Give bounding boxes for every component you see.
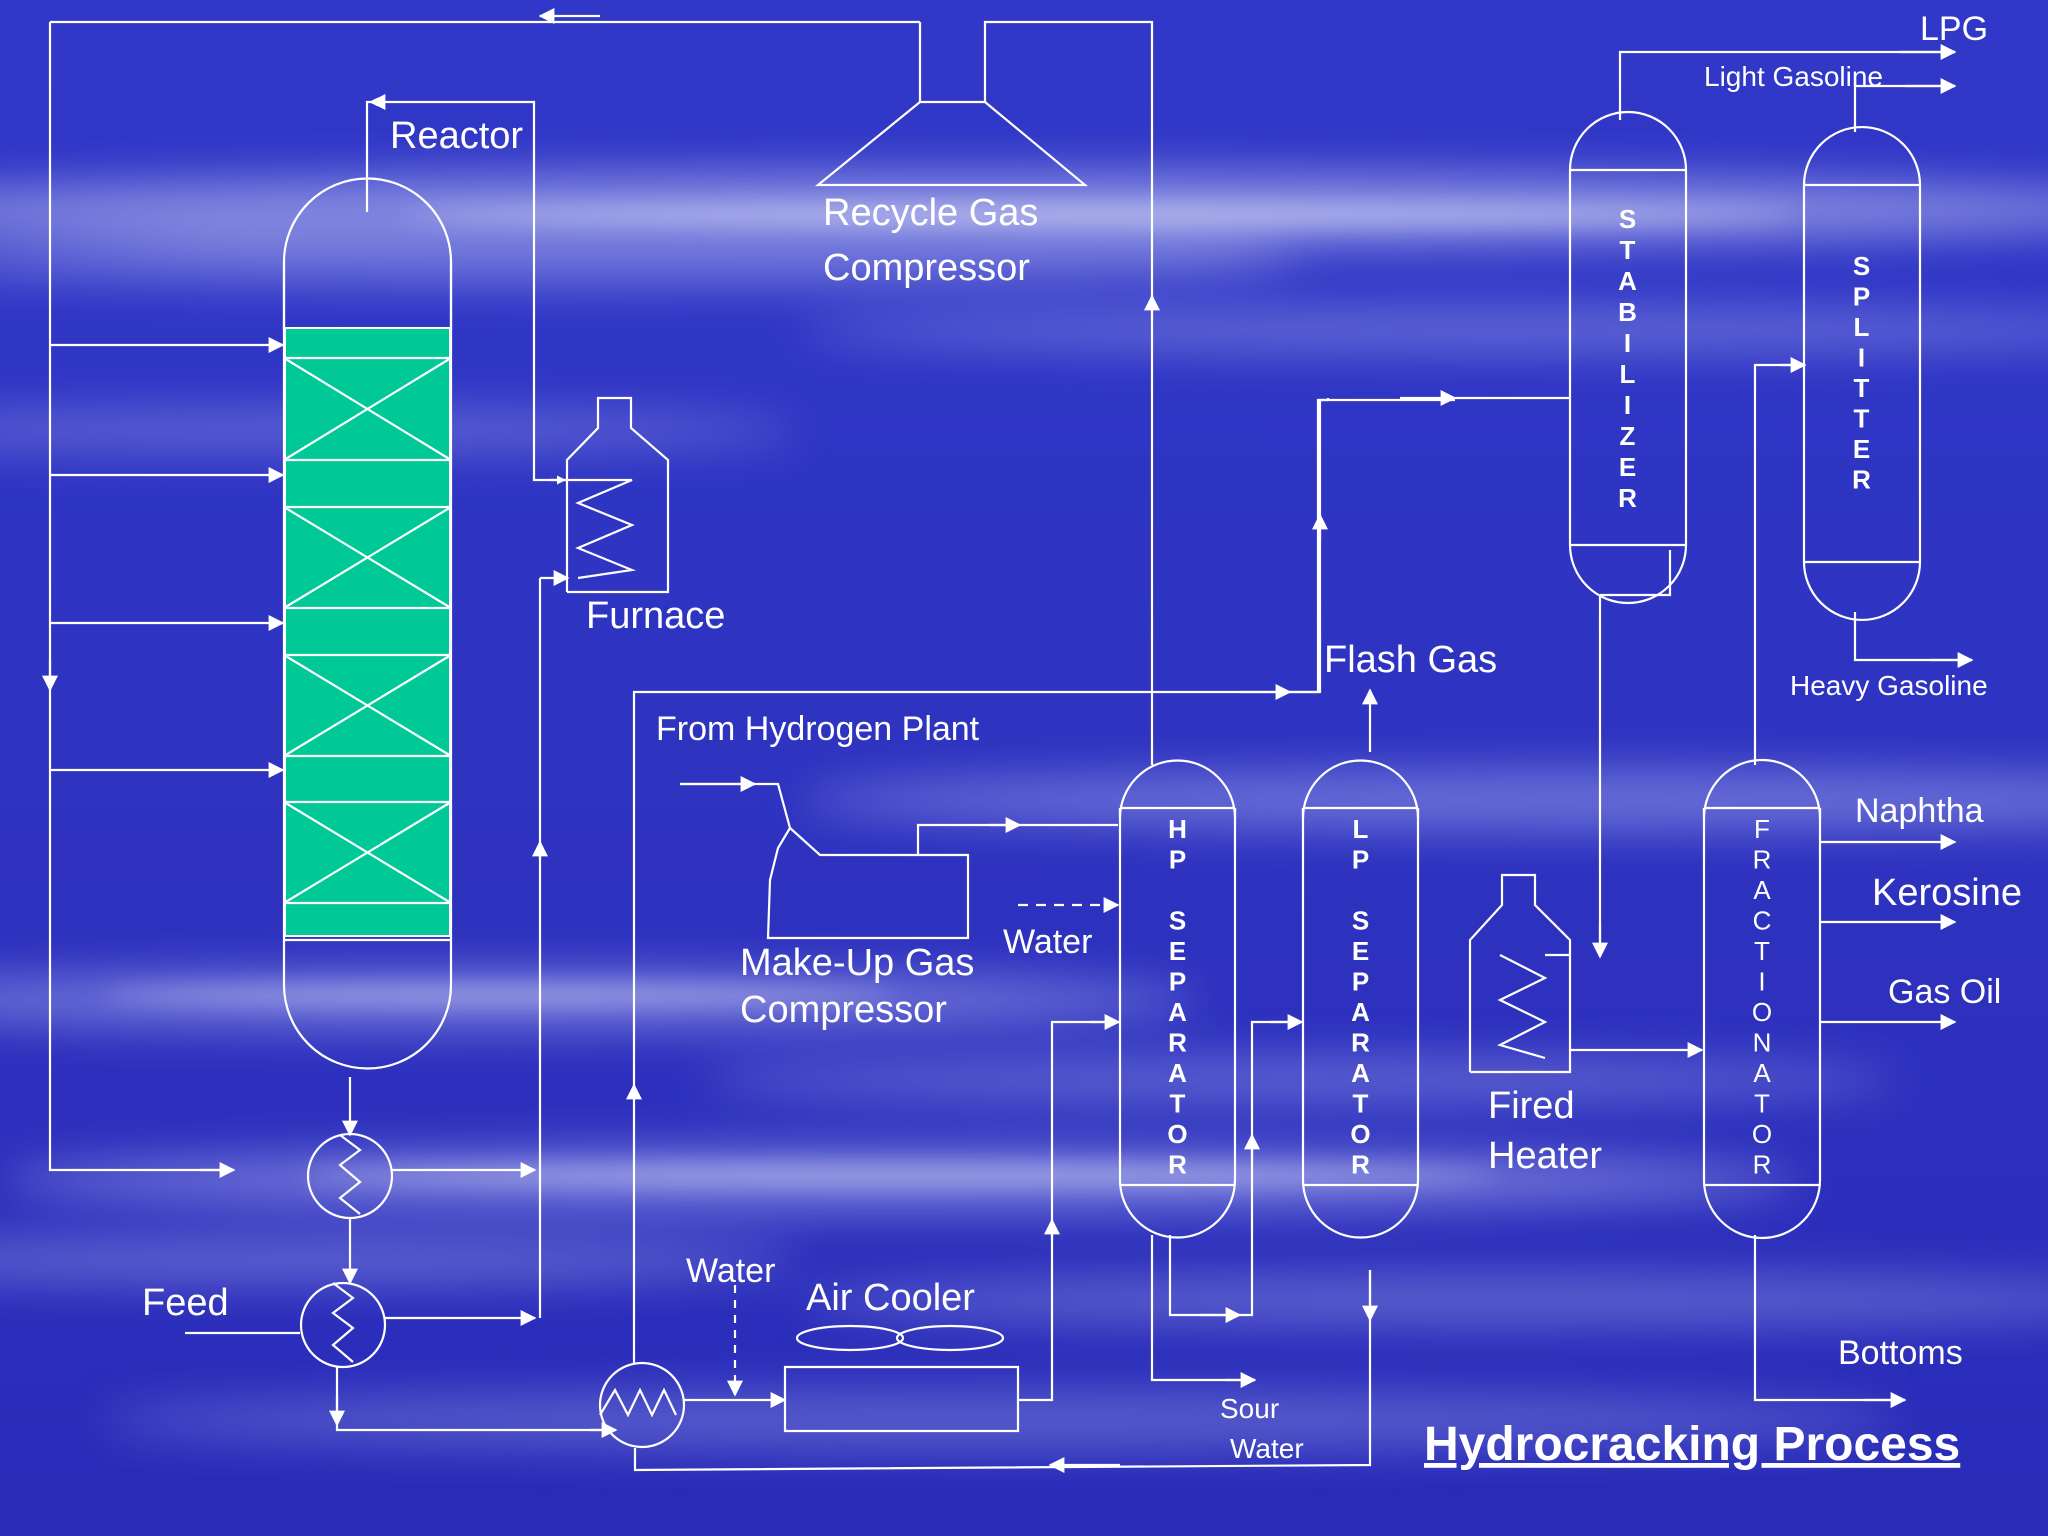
recycle-gas-compressor-label-2: Compressor bbox=[823, 247, 1030, 289]
splitter-letter: I bbox=[1858, 343, 1866, 373]
hp-separator-letter: E bbox=[1169, 936, 1187, 966]
page-title: Hydrocracking Process bbox=[1424, 1418, 1960, 1471]
stabilizer-letter: I bbox=[1624, 328, 1632, 358]
furnace bbox=[550, 398, 668, 592]
sour-water-label-1: Sour bbox=[1220, 1393, 1279, 1424]
lp-separator-letter: S bbox=[1352, 906, 1370, 936]
fractionator-letter: O bbox=[1752, 1119, 1772, 1149]
hp-separator-letter: T bbox=[1170, 1089, 1187, 1119]
furnace-label: Furnace bbox=[586, 595, 725, 637]
fractionator-letter: R bbox=[1753, 1150, 1772, 1180]
makeup-gas-compressor bbox=[680, 784, 968, 938]
splitter-letter: E bbox=[1853, 434, 1871, 464]
lpg-label: LPG bbox=[1920, 10, 1988, 48]
lp-separator-letter: O bbox=[1350, 1119, 1371, 1149]
stabilizer-letter: R bbox=[1618, 483, 1638, 513]
feed-label: Feed bbox=[142, 1282, 229, 1324]
stabilizer bbox=[1570, 112, 1686, 603]
reactor-vessel bbox=[284, 179, 451, 1069]
makeup-gas-compressor-label-2: Compressor bbox=[740, 989, 947, 1031]
stabilizer-letter: E bbox=[1619, 452, 1637, 482]
fractionator-letter: A bbox=[1753, 1058, 1771, 1088]
fired-heater-label-2: Heater bbox=[1488, 1135, 1602, 1177]
stabilizer-letter: L bbox=[1620, 359, 1637, 389]
fractionator-letter: I bbox=[1758, 967, 1765, 997]
hp-separator-letter: S bbox=[1169, 906, 1187, 936]
makeup-gas-compressor-label-1: Make-Up Gas bbox=[740, 942, 974, 984]
hp-separator-letter: P bbox=[1169, 967, 1187, 997]
lp-separator bbox=[1303, 761, 1418, 1238]
splitter-letter: L bbox=[1854, 312, 1871, 342]
reactor-label: Reactor bbox=[390, 115, 523, 157]
lp-separator-letter: L bbox=[1353, 814, 1370, 844]
air-cooler-label: Air Cooler bbox=[806, 1277, 975, 1319]
water-top-label: Water bbox=[1003, 923, 1092, 961]
hp-separator-letter: A bbox=[1168, 997, 1188, 1027]
fractionator bbox=[1704, 760, 1820, 1238]
light-gasoline-label: Light Gasoline bbox=[1704, 61, 1883, 92]
fractionator-letter: O bbox=[1752, 997, 1772, 1027]
hp-separator-letter: P bbox=[1169, 845, 1187, 875]
heavy-gasoline-label: Heavy Gasoline bbox=[1790, 670, 1988, 701]
hp-separator-letter: O bbox=[1167, 1119, 1188, 1149]
lp-separator-letter: P bbox=[1352, 845, 1370, 875]
splitter-letter: S bbox=[1853, 251, 1871, 281]
recycle-gas-compressor-label-1: Recycle Gas bbox=[823, 192, 1038, 234]
heat-exchanger-3 bbox=[600, 1363, 684, 1447]
air-cooler bbox=[785, 1326, 1018, 1431]
fractionator-letter: F bbox=[1754, 814, 1770, 844]
catalyst-bed bbox=[285, 328, 450, 936]
from-hydrogen-plant-label: From Hydrogen Plant bbox=[656, 710, 980, 748]
lp-separator-letter: A bbox=[1351, 997, 1371, 1027]
heat-exchanger-2 bbox=[301, 1283, 385, 1367]
fired-heater-label-1: Fired bbox=[1488, 1085, 1575, 1127]
sour-water-label-2: Water bbox=[1230, 1433, 1304, 1464]
lp-separator-letter: T bbox=[1353, 1089, 1370, 1119]
kerosine-label: Kerosine bbox=[1872, 872, 2022, 914]
naphtha-label: Naphtha bbox=[1855, 792, 1984, 830]
hp-separator-letter: A bbox=[1168, 1058, 1188, 1088]
fired-heater bbox=[1470, 875, 1570, 1072]
stabilizer-letter: A bbox=[1618, 266, 1638, 296]
splitter-letter: P bbox=[1853, 282, 1871, 312]
gas-oil-label: Gas Oil bbox=[1888, 973, 2001, 1011]
splitter-letter: T bbox=[1854, 373, 1871, 403]
fractionator-letter: R bbox=[1753, 845, 1772, 875]
stabilizer-letter: I bbox=[1624, 390, 1632, 420]
splitter-letter: T bbox=[1854, 404, 1871, 434]
hp-separator-letter: H bbox=[1168, 814, 1188, 844]
flash-gas-label: Flash Gas bbox=[1324, 639, 1497, 681]
hp-separator-letter: R bbox=[1168, 1028, 1188, 1058]
fractionator-letter: T bbox=[1754, 1089, 1770, 1119]
fractionator-letter: C bbox=[1753, 906, 1772, 936]
lp-separator-letter: P bbox=[1352, 967, 1370, 997]
stabilizer-letter: B bbox=[1618, 297, 1638, 327]
hp-separator-letter: R bbox=[1168, 1150, 1188, 1180]
lp-separator-letter: R bbox=[1351, 1150, 1371, 1180]
fractionator-letter: A bbox=[1753, 875, 1771, 905]
stabilizer-letter: T bbox=[1620, 235, 1637, 265]
lp-separator-letter: R bbox=[1351, 1028, 1371, 1058]
splitter bbox=[1804, 127, 1920, 620]
water-cooler-label: Water bbox=[686, 1252, 775, 1290]
lp-separator-letter: E bbox=[1352, 936, 1370, 966]
recycle-gas-compressor bbox=[818, 102, 1085, 185]
stabilizer-letter: S bbox=[1619, 204, 1637, 234]
fractionator-letter: T bbox=[1754, 936, 1770, 966]
hp-separator bbox=[1120, 761, 1235, 1238]
lp-separator-letter: A bbox=[1351, 1058, 1371, 1088]
fractionator-letter: N bbox=[1753, 1028, 1772, 1058]
splitter-letter: R bbox=[1852, 465, 1872, 495]
bottoms-label: Bottoms bbox=[1838, 1334, 1963, 1372]
stabilizer-letter: Z bbox=[1620, 421, 1637, 451]
